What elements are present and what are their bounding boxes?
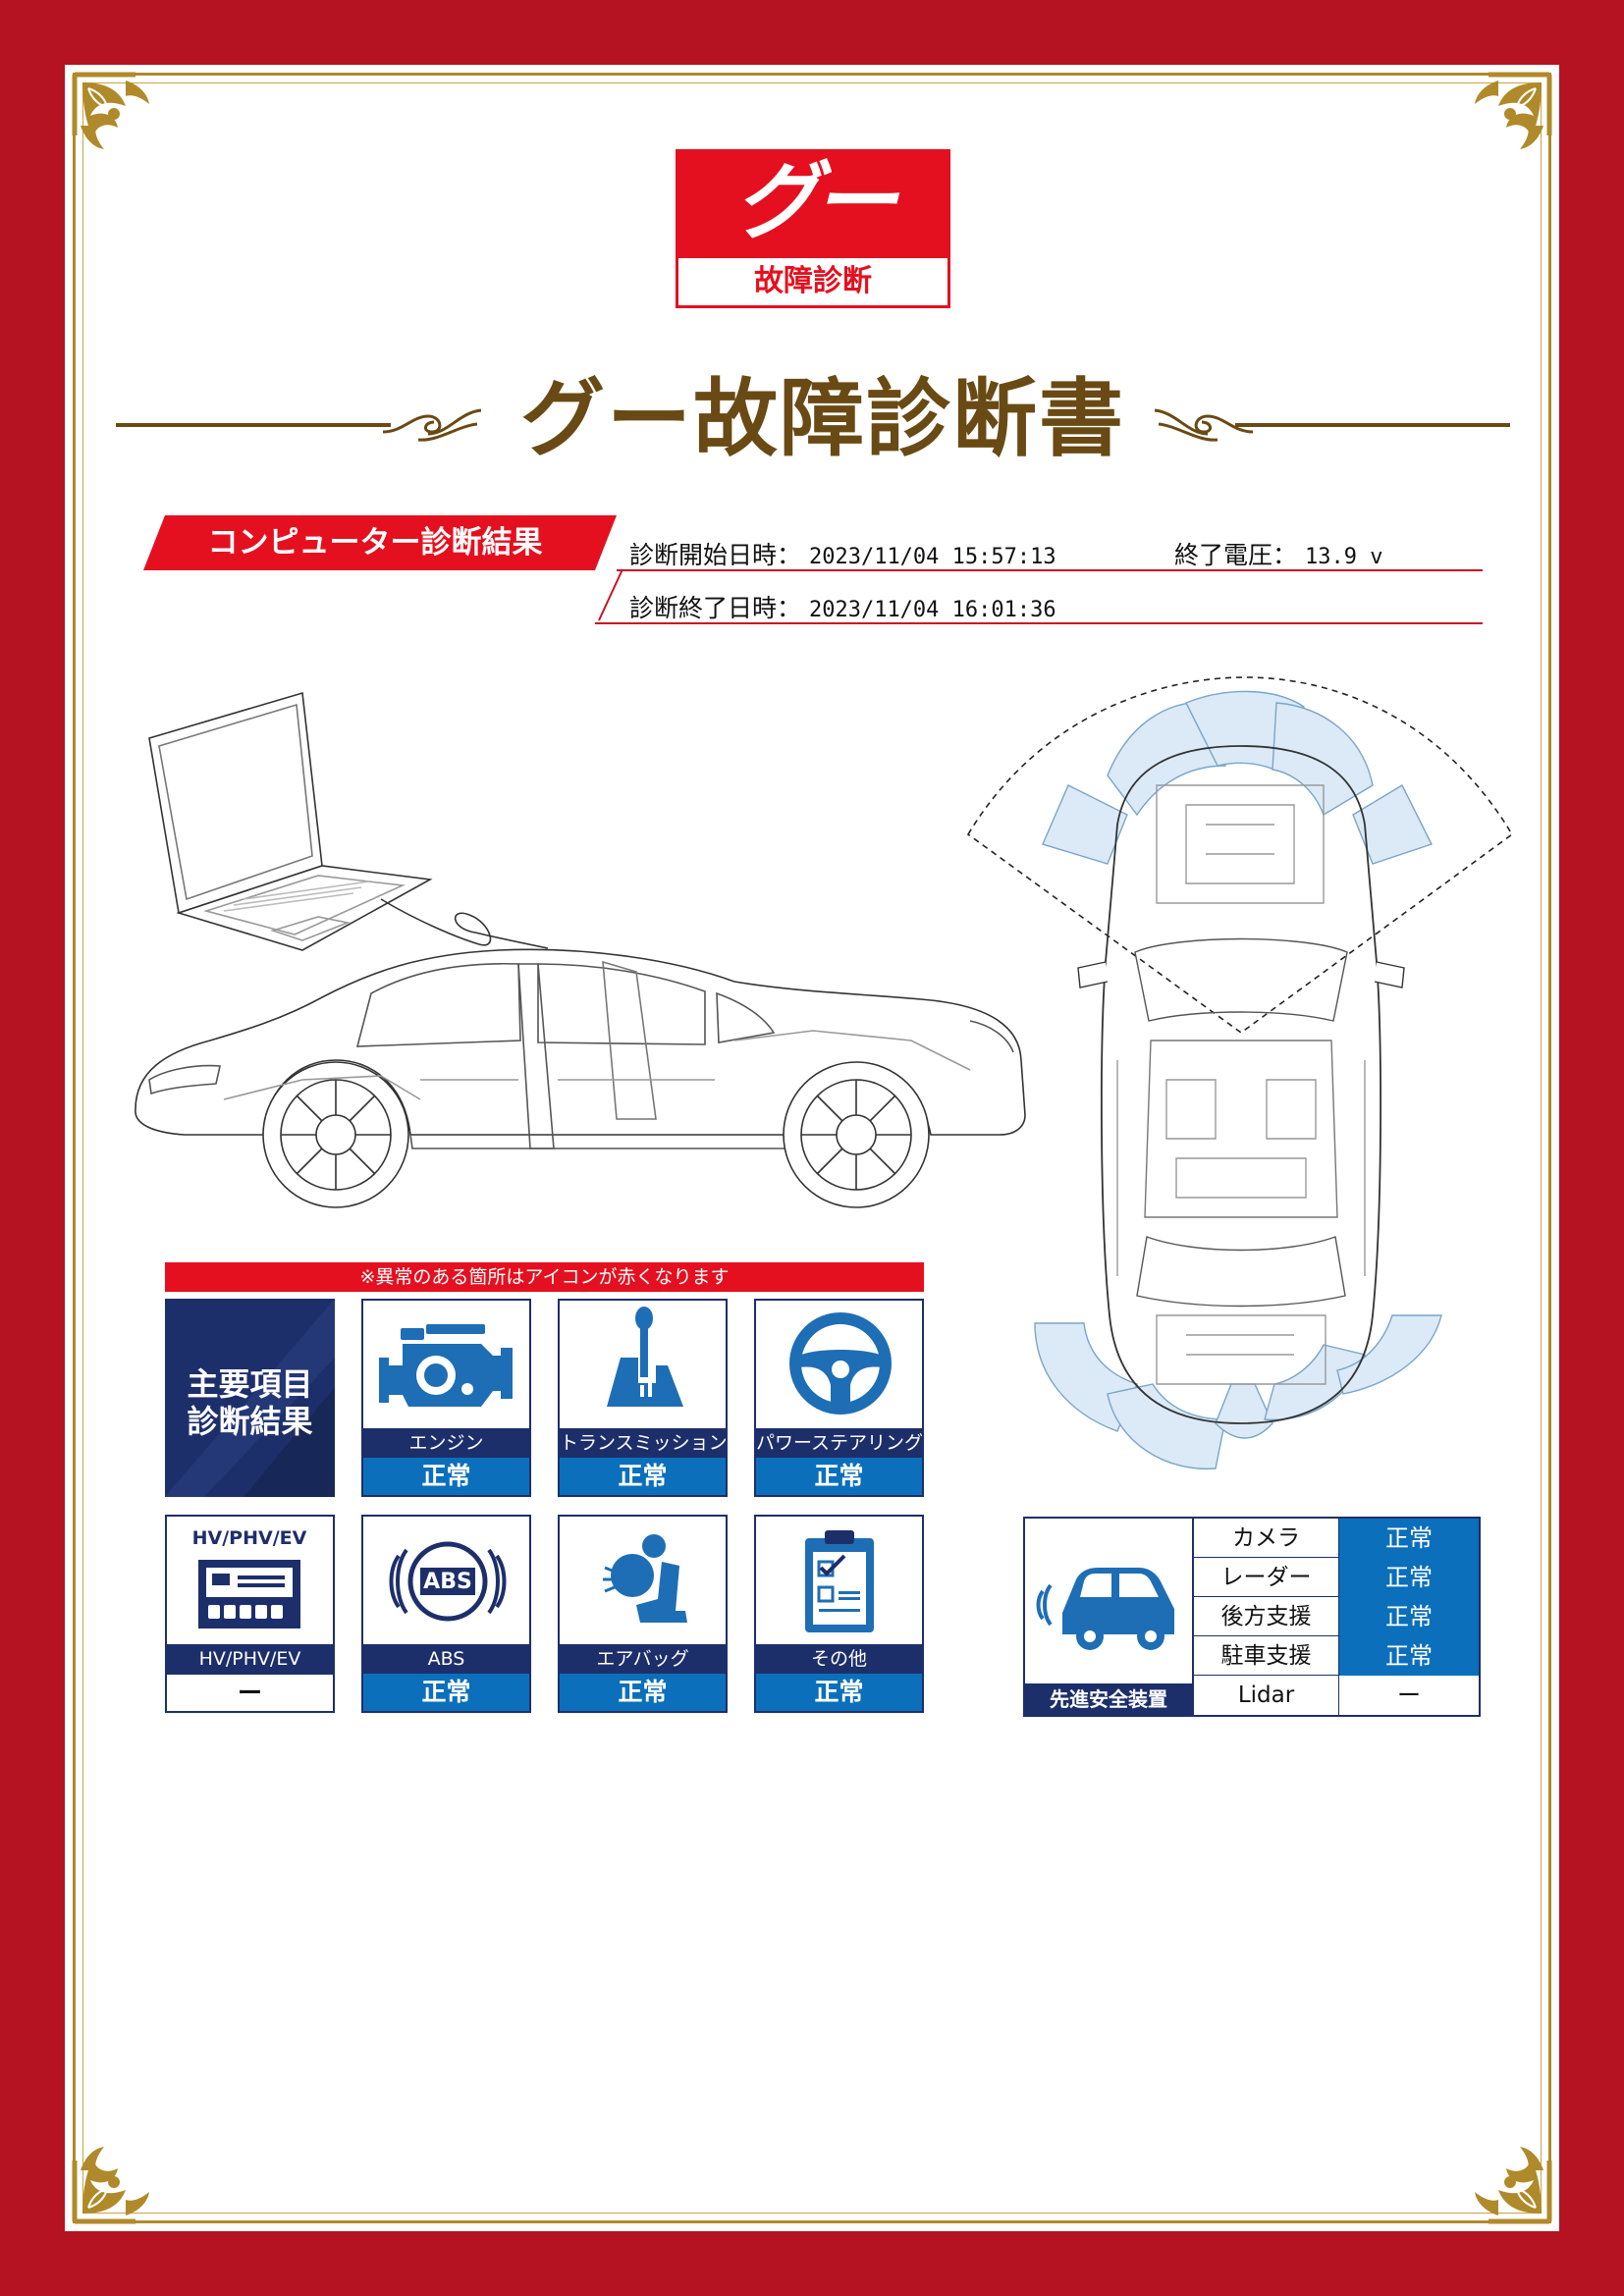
adas-row-name: レーダー — [1194, 1558, 1339, 1597]
end-voltage-label: 終了電圧： — [1174, 541, 1298, 569]
corner-ornament-icon — [72, 72, 149, 149]
airbag-icon — [603, 1534, 687, 1623]
car-sensor-icon — [1036, 1568, 1174, 1650]
main-items-header: 主要項目 診断結果 — [165, 1299, 335, 1497]
laptop-and-car-illustration — [135, 691, 1026, 1208]
item-tile-airbag: エアバッグ 正常 — [558, 1515, 728, 1713]
adas-row-status: 正常 — [1339, 1519, 1479, 1558]
item-label: トランスミッション — [560, 1428, 726, 1458]
item-status: ー — [167, 1674, 333, 1711]
item-label: ABS — [363, 1644, 529, 1674]
item-tile-power-steering: パワーステアリング 正常 — [754, 1299, 924, 1497]
icon-caption: ABS — [423, 1570, 472, 1594]
end-voltage-value: 13.9 v — [1304, 545, 1383, 569]
adas-row-status: 正常 — [1339, 1597, 1479, 1636]
main-items-label-line2: 診断結果 — [187, 1403, 313, 1440]
item-tile-transmission: トランスミッション 正常 — [558, 1299, 728, 1497]
title-rule-left — [116, 423, 391, 427]
goo-logo: グー 故障診断 — [676, 149, 950, 308]
icon-caption: HV/PHV/EV — [192, 1527, 307, 1549]
adas-row-name: 後方支援 — [1194, 1597, 1339, 1636]
title-rule-right — [1235, 423, 1510, 427]
adas-row-status: 正常 — [1339, 1558, 1479, 1597]
corner-ornament-icon — [1475, 2147, 1552, 2224]
logo-subtitle: 故障診断 — [676, 255, 950, 308]
divider-slash — [598, 568, 623, 621]
adas-row-status: ー — [1339, 1676, 1479, 1715]
item-tile-abs: ABS ABS 正常 — [361, 1515, 531, 1713]
adas-row-name: 駐車支援 — [1194, 1636, 1339, 1676]
item-tile-other: その他 正常 — [754, 1515, 924, 1713]
item-label: パワーステアリング — [756, 1428, 922, 1458]
item-label: その他 — [756, 1644, 922, 1674]
item-label: HV/PHV/EV — [167, 1644, 333, 1674]
abs-icon: ABS — [389, 1541, 507, 1622]
end-voltage-row: 終了電圧： 13.9 v — [1174, 536, 1382, 571]
adas-row-camera: カメラ 正常 — [1194, 1519, 1479, 1558]
main-items-stripe-icon — [165, 1299, 335, 1497]
info-underline — [595, 622, 1483, 624]
item-status: 正常 — [756, 1674, 922, 1711]
adas-row-rear-assist: 後方支援 正常 — [1194, 1597, 1479, 1636]
engine-icon — [379, 1324, 513, 1407]
start-time-label: 診断開始日時： — [629, 541, 802, 569]
checklist-icon — [805, 1530, 874, 1632]
document-title: グー故障診断書 — [520, 370, 1125, 468]
adas-row-radar: レーダー 正常 — [1194, 1558, 1479, 1597]
result-banner-label: コンピューター診断結果 — [207, 525, 543, 561]
start-time-row: 診断開始日時： 2023/11/04 15:57:13 — [629, 536, 1056, 571]
result-banner: コンピューター診断結果 — [143, 515, 617, 570]
item-label: エアバッグ — [560, 1644, 726, 1674]
main-items-label-line1: 主要項目 — [187, 1365, 313, 1403]
title-row: グー故障診断書 — [116, 365, 1510, 473]
info-underline — [617, 569, 1483, 571]
corner-ornament-icon — [1475, 72, 1552, 149]
item-tile-engine: エンジン 正常 — [361, 1299, 531, 1497]
gold-frame-border — [73, 73, 1551, 2223]
item-status: 正常 — [560, 1674, 726, 1711]
adas-icon-cell: 先進安全装置 — [1025, 1519, 1194, 1715]
steering-wheel-icon — [789, 1312, 892, 1415]
end-time-row: 診断終了日時： 2023/11/04 16:01:36 — [629, 589, 1056, 624]
logo-mark: グー — [734, 153, 897, 251]
item-status: 正常 — [756, 1458, 922, 1495]
gold-frame-inner-border — [82, 82, 1542, 2214]
corner-ornament-icon — [72, 2147, 149, 2224]
result-banner-shape — [143, 515, 617, 570]
adas-table: 先進安全装置 カメラ 正常 レーダー 正常 後方支援 正常 駐車支援 正常 Li… — [1023, 1517, 1481, 1717]
gear-shift-icon — [607, 1307, 683, 1407]
battery-icon: HV/PHV/EV — [192, 1527, 307, 1629]
adas-row-name: Lidar — [1194, 1676, 1339, 1715]
start-time-value: 2023/11/04 15:57:13 — [808, 545, 1056, 569]
adas-row-status: 正常 — [1339, 1636, 1479, 1676]
main-items-label: 主要項目 診断結果 — [165, 1365, 335, 1440]
item-status: 正常 — [363, 1674, 529, 1711]
adas-label: 先進安全装置 — [1025, 1683, 1192, 1715]
adas-row-parking-assist: 駐車支援 正常 — [1194, 1636, 1479, 1676]
car-top-view-sensor-illustration — [966, 676, 1514, 1470]
adas-row-name: カメラ — [1194, 1519, 1339, 1558]
end-time-value: 2023/11/04 16:01:36 — [808, 598, 1056, 622]
logo-red-block — [676, 149, 950, 255]
item-status: 正常 — [560, 1458, 726, 1495]
flourish-icon — [382, 408, 482, 442]
adas-row-lidar: Lidar ー — [1194, 1676, 1479, 1715]
flourish-icon — [1154, 408, 1254, 442]
item-label: エンジン — [363, 1428, 529, 1458]
item-status: 正常 — [363, 1458, 529, 1495]
end-time-label: 診断終了日時： — [629, 594, 802, 622]
item-tile-hv-phv-ev: HV/PHV/EV HV/PHV/EV ー — [165, 1515, 335, 1713]
notice-bar: ※異常のある箇所はアイコンが赤くなります — [165, 1262, 924, 1292]
